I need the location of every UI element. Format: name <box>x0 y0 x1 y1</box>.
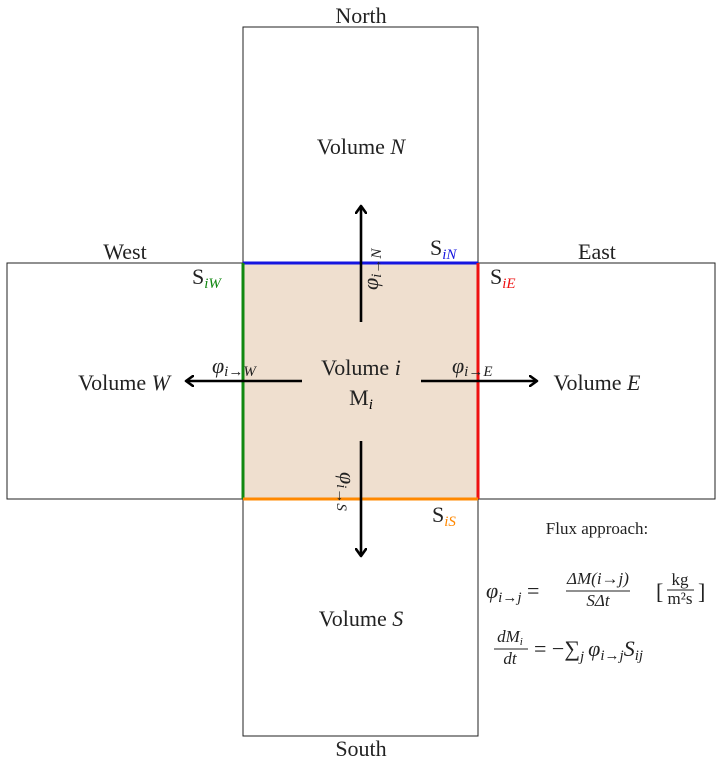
svg-text:kg: kg <box>672 570 690 589</box>
svg-text:ΔM(i→j): ΔM(i→j) <box>566 569 629 588</box>
svg-text:dMi: dMi <box>497 627 523 648</box>
center-mass-label: Mi <box>349 385 373 413</box>
volume-west-label: Volume W <box>78 370 172 395</box>
flux-north-label: φi→N <box>358 248 385 290</box>
svg-text:]: ] <box>698 579 705 604</box>
svg-text:m²s: m²s <box>668 589 693 608</box>
surface-east-label: SiE <box>490 264 516 292</box>
flux-south-label: φi→S <box>333 472 360 511</box>
label-south: South <box>335 736 386 761</box>
surface-south-label: SiS <box>432 502 456 530</box>
surface-north-label: SiN <box>430 235 457 263</box>
flux-east-label: φi→E <box>452 353 493 380</box>
volume-center-label: Volume i <box>321 355 401 380</box>
label-west: West <box>103 239 146 264</box>
volume-north-label: Volume N <box>317 134 407 159</box>
label-east: East <box>578 239 616 264</box>
formula-flux-definition: φi→j = ΔM(i→j) SΔt [ kg m²s ] <box>486 569 705 610</box>
flux-west-label: φi→W <box>212 353 257 380</box>
svg-text:φi→j =: φi→j = <box>486 578 539 606</box>
volume-south-label: Volume S <box>319 606 404 631</box>
svg-text:dt: dt <box>503 649 518 668</box>
legend-title: Flux approach: <box>546 519 648 538</box>
label-north: North <box>335 3 386 28</box>
volume-east-label: Volume E <box>554 370 642 395</box>
svg-text:[: [ <box>656 579 663 604</box>
svg-text:SΔt: SΔt <box>586 591 610 610</box>
surface-west-label: SiW <box>192 264 222 292</box>
svg-text:= −∑jφi→jSij: = −∑jφi→jSij <box>534 636 643 665</box>
